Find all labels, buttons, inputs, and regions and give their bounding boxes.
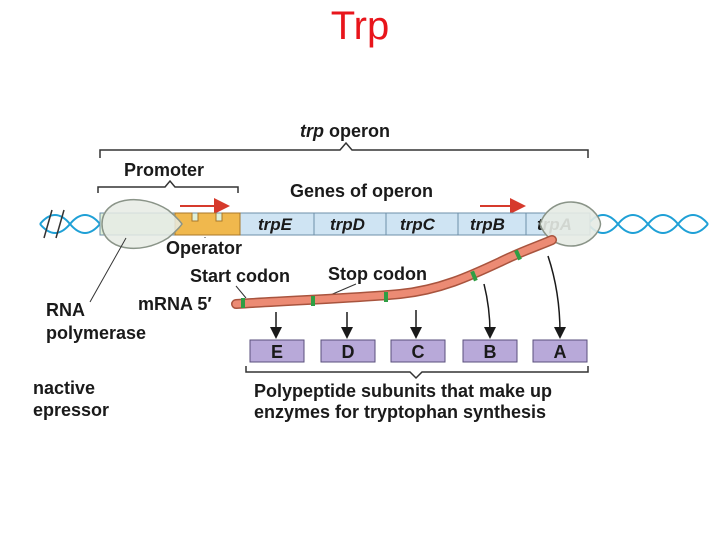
promoter-label: Promoter	[124, 160, 204, 180]
rna-polymerase-right	[539, 201, 602, 247]
gene-trpD: trpD	[330, 215, 365, 234]
slide-title: Trp	[330, 4, 390, 48]
operon-brace	[99, 141, 589, 158]
operator-label: Operator	[166, 238, 242, 258]
rna-polymerase-left	[101, 198, 183, 250]
polypeptide-brace	[245, 366, 589, 380]
subunit-C-box	[390, 339, 446, 363]
translation-arrows	[270, 255, 566, 339]
dna-helix-right	[587, 214, 709, 234]
dna-break-marks	[43, 209, 65, 239]
inactive-repressor-label-line2: epressor	[33, 400, 109, 420]
operator-region	[174, 212, 241, 236]
subunit-D-label: D	[342, 342, 355, 362]
promoter-brace	[97, 179, 239, 193]
dna-helix-left	[39, 214, 101, 234]
polypeptide-caption-line2: enzymes for tryptophan synthesis	[254, 402, 546, 422]
subunit-E-label: E	[271, 342, 283, 362]
genes-of-operon-label: Genes of operon	[290, 181, 433, 201]
gene-trpC: trpC	[400, 215, 436, 234]
start-codon-pointer	[235, 285, 247, 299]
subunit-C-label: C	[412, 342, 425, 362]
subunit-B-label: B	[484, 342, 497, 362]
subunit-A-box	[532, 339, 588, 363]
polypeptide-caption-line1: Polypeptide subunits that make up	[254, 381, 552, 401]
gene-trpE: trpE	[258, 215, 293, 234]
gene-trpB: trpB	[470, 215, 505, 234]
operon-label: trp operon	[300, 121, 390, 141]
mrna-label: mRNA 5′	[138, 294, 212, 314]
rna-polymerase-label-line1: RNA	[46, 300, 85, 320]
rna-polymerase-label-line2: polymerase	[46, 323, 146, 343]
inactive-repressor-label-line1: nactive	[33, 378, 95, 398]
subunit-A-label: A	[554, 342, 567, 362]
subunit-D-box	[320, 339, 376, 363]
subunit-E-box	[249, 339, 305, 363]
gene-dividers	[313, 213, 527, 235]
subunit-boxes: E D C B A	[249, 339, 588, 363]
subunit-B-box	[462, 339, 518, 363]
rna-polymerase-pointer	[89, 237, 127, 303]
stop-codon-label: Stop codon	[328, 264, 427, 284]
start-codon-label: Start codon	[190, 266, 290, 286]
codon-marks	[241, 249, 522, 308]
